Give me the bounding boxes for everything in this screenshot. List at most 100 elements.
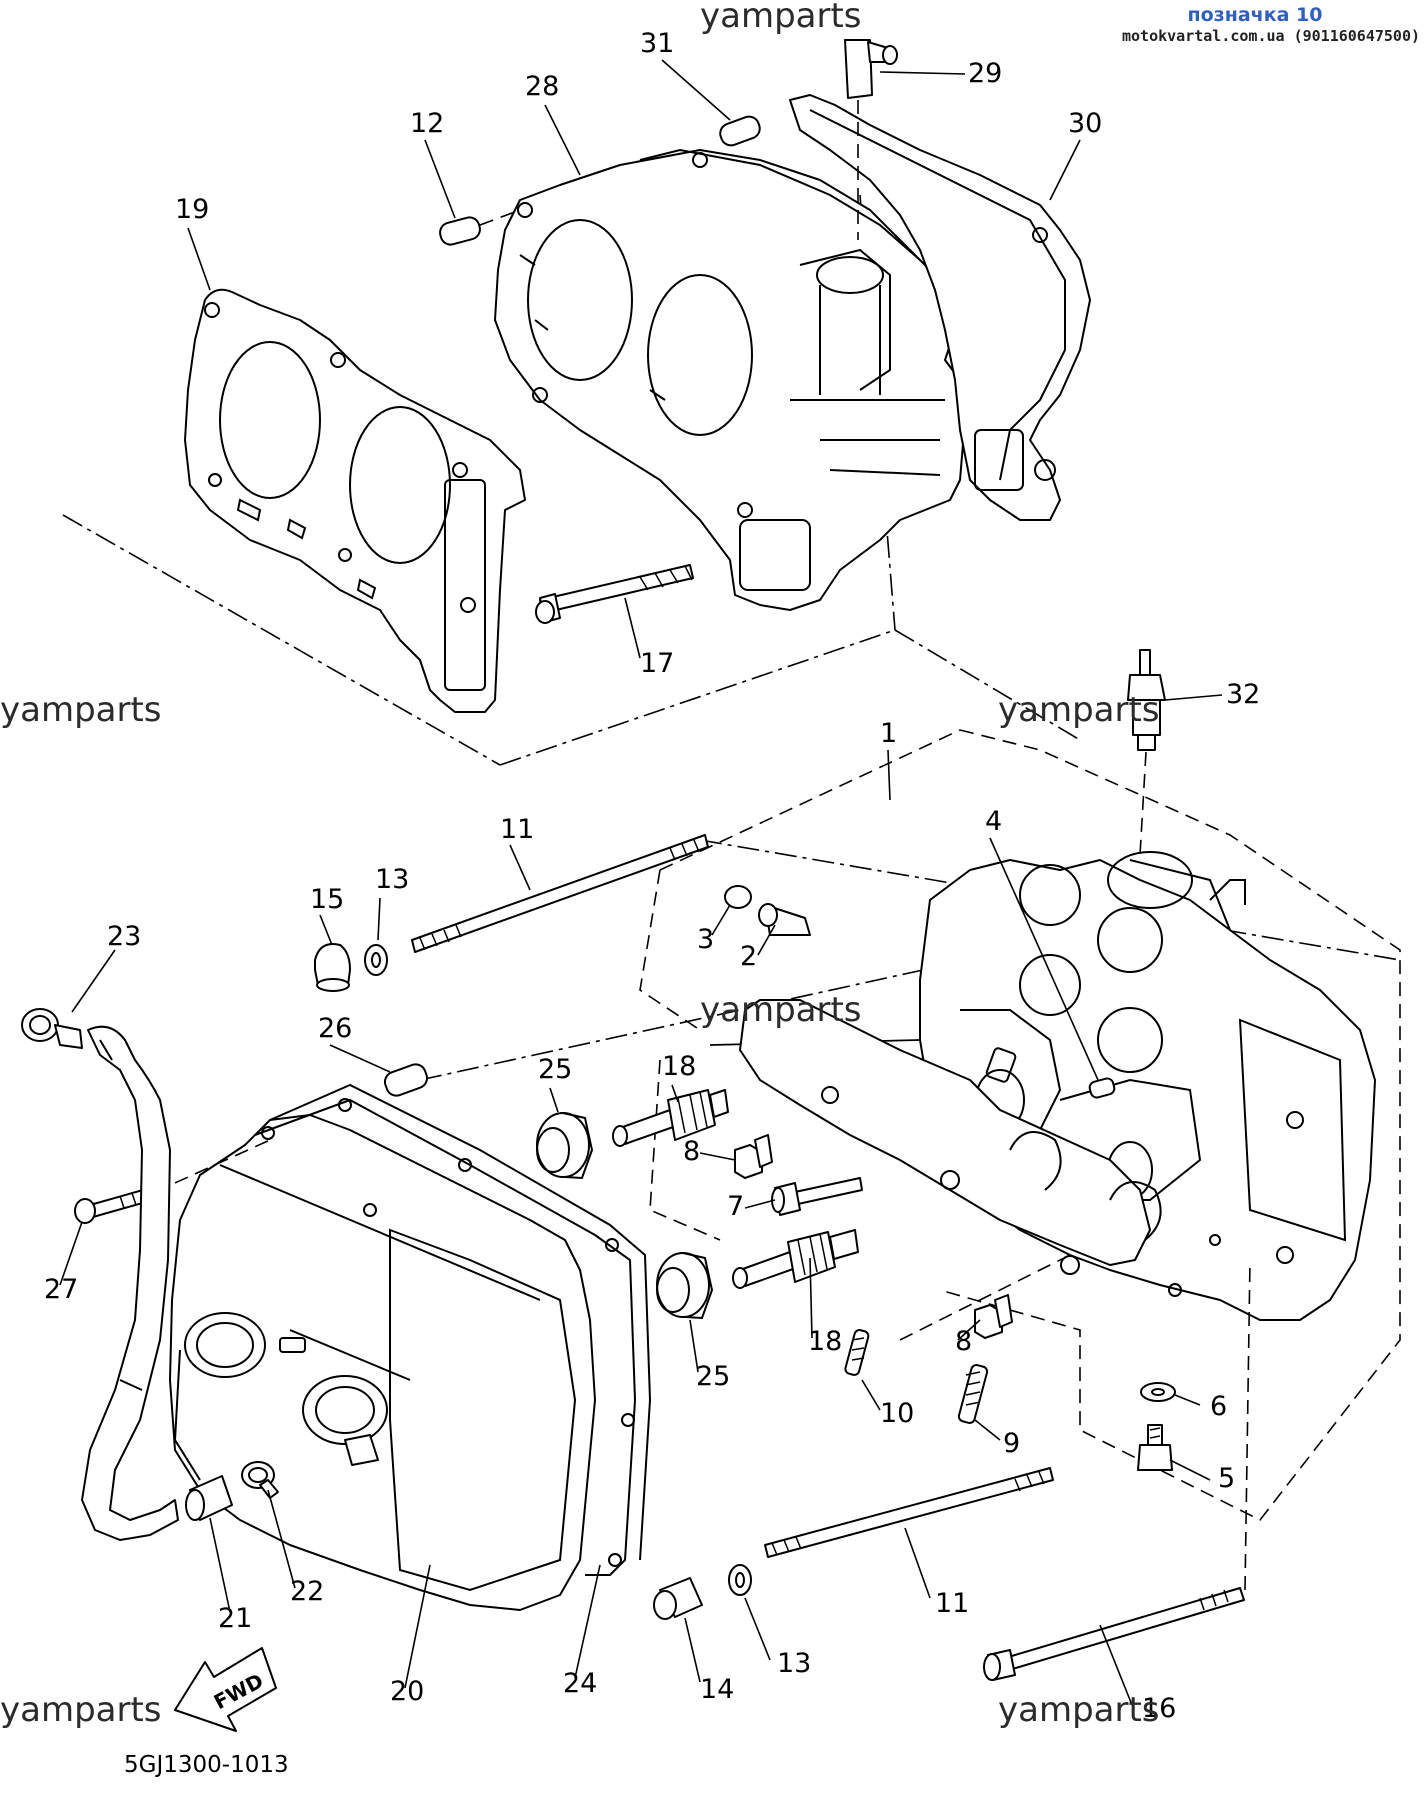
callout-number: 6 (1210, 1391, 1227, 1422)
callout-leader-line (861, 1379, 881, 1411)
callout-leader-line (757, 924, 776, 956)
callout-number: 11 (935, 1588, 969, 1619)
washer-13-upper (364, 944, 388, 976)
callout-number: 3 (697, 924, 714, 955)
callout-number: 18 (662, 1051, 696, 1082)
callout-leader-line (424, 139, 456, 219)
callout-number: 15 (310, 884, 344, 915)
callout-leader-line (549, 1087, 559, 1113)
callout-leader-line (744, 1199, 776, 1209)
callout-leader-line (711, 904, 731, 936)
watermark: yamparts (700, 990, 862, 1030)
callout-number: 19 (175, 194, 209, 225)
callout-number: 8 (955, 1326, 972, 1357)
callout-number: 9 (1003, 1428, 1020, 1459)
callout-leader-line (957, 1319, 981, 1341)
callout-leader-line (319, 914, 333, 946)
callout-number: 25 (538, 1054, 572, 1085)
callout-number: 1 (880, 718, 897, 749)
callout-leader-line (887, 749, 891, 801)
callout-leader-line (699, 1152, 736, 1161)
callout-number: 11 (500, 814, 534, 845)
callout-layer: 1234567889101111121313141516171818192021… (44, 28, 1260, 1724)
callout-leader-line (974, 1419, 1001, 1441)
dowel-pin-31 (719, 115, 761, 147)
callout-leader-line (209, 1517, 231, 1613)
callout-leader-line (1099, 1624, 1133, 1706)
cylinder-head-cover (169, 1114, 596, 1611)
plug-2 (758, 903, 811, 936)
cover-gasket-24 (254, 1083, 652, 1576)
clamp-22 (241, 1461, 279, 1499)
callout-leader-line (509, 844, 531, 891)
cylinder-head (919, 851, 1376, 1321)
dowel-9 (957, 1364, 989, 1424)
breather-hose-23 (21, 1008, 179, 1541)
temperature-sensor-32 (1127, 649, 1166, 856)
callout-number: 14 (700, 1674, 734, 1705)
callout-number: 13 (777, 1648, 811, 1679)
bolt-5 (1137, 1424, 1173, 1471)
callout-leader-line (671, 1084, 679, 1103)
callout-leader-line (879, 71, 966, 75)
callout-leader-line (404, 1564, 431, 1689)
oil-seal-25-upper (536, 1112, 594, 1180)
callout-number: 26 (318, 1013, 352, 1044)
callout-number: 31 (640, 28, 674, 59)
hose-fitting-29 (844, 39, 898, 240)
callout-leader-line (574, 1564, 601, 1679)
callout-leader-line (59, 1221, 83, 1286)
callout-leader-line (624, 597, 641, 659)
callout-number: 10 (880, 1398, 914, 1429)
callout-number: 25 (696, 1361, 730, 1392)
dowel-10 (844, 1329, 870, 1376)
watermark: yamparts (998, 1690, 1160, 1730)
callout-leader-line (684, 1617, 701, 1683)
callout-leader-line (377, 897, 381, 941)
callout-leader-line (1049, 139, 1081, 201)
callout-number: 27 (44, 1274, 78, 1305)
washer-6 (1140, 1382, 1176, 1402)
watermark: yamparts (0, 1690, 162, 1730)
callout-number: 5 (1218, 1463, 1235, 1494)
callout-leader-line (267, 1489, 296, 1589)
stud-bolt-11-upper (411, 834, 709, 953)
callout-number: 23 (107, 921, 141, 952)
callout-number: 24 (563, 1668, 597, 1699)
callout-number: 7 (727, 1191, 744, 1222)
callout-number: 30 (1068, 108, 1102, 139)
callout-number: 17 (640, 648, 674, 679)
plug-8-upper (734, 1134, 773, 1179)
cylinder-head-gasket (184, 288, 526, 713)
callout-number: 32 (1226, 679, 1260, 710)
callout-leader-line (1169, 1459, 1211, 1481)
bolt-16 (983, 1259, 1251, 1681)
cap-nut-15 (314, 943, 351, 992)
bolt-7 (771, 1177, 863, 1216)
callout-number: 12 (410, 108, 444, 139)
camshaft-cap (739, 999, 1162, 1275)
header-subtitle: motokvartal.com.ua (901160647500) (1121, 27, 1420, 45)
callout-leader-line (1164, 694, 1223, 701)
callout-leader-line (661, 59, 731, 121)
oil-seal-25-lower (656, 1252, 714, 1320)
callout-leader-line (71, 949, 116, 1013)
callout-number: 18 (808, 1326, 842, 1357)
callout-leader-line (904, 1527, 931, 1599)
o-ring-3 (724, 885, 752, 909)
callout-number: 20 (390, 1676, 424, 1707)
stud-bolt-11-lower (764, 1467, 1054, 1558)
watermark: yamparts (998, 690, 1160, 730)
dowel-pin-12 (439, 209, 521, 246)
cylinder-base-gasket (789, 94, 1091, 521)
callout-number: 4 (985, 806, 1002, 837)
callout-leader-line (989, 837, 1099, 1081)
valve-18-upper (612, 1089, 729, 1147)
callout-leader-line (544, 104, 581, 176)
callout-leader-line (744, 1597, 771, 1661)
fwd-arrow-icon: FWD (174, 1647, 277, 1732)
callout-number: 13 (375, 864, 409, 895)
callout-leader-line (1174, 1394, 1201, 1406)
dowel-pin-26 (383, 1063, 429, 1097)
diagram-code: 5GJ1300-1013 (124, 1752, 289, 1778)
